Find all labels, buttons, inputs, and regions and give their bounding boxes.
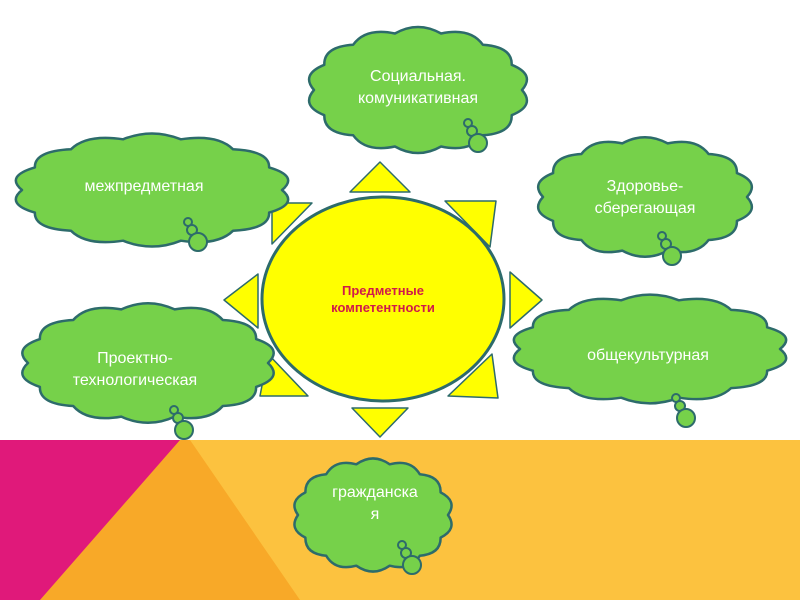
cloud-health: [536, 135, 754, 259]
sun-ray: [223, 273, 259, 329]
cloud-cultural: [512, 293, 788, 405]
cloud-layer: [14, 25, 788, 573]
cloud-shape: [307, 25, 529, 155]
cloud-shape: [14, 132, 290, 248]
thought-bubble-dot: [662, 246, 682, 266]
thought-tail: [397, 540, 422, 575]
cloud-shape: [536, 135, 754, 259]
cloud-social: [307, 25, 529, 155]
sun-body: [260, 195, 506, 403]
sun-rays: [223, 161, 543, 438]
thought-tail: [183, 217, 208, 252]
cloud-project: [21, 301, 275, 425]
cloud-shape: [21, 301, 275, 425]
sun-ray: [351, 407, 409, 438]
band-magenta: [0, 440, 180, 600]
cloud-civic: [293, 457, 453, 573]
thought-tail: [657, 231, 682, 266]
thought-tail: [671, 393, 696, 428]
thought-bubble-dot: [174, 420, 194, 440]
thought-bubble-dot: [188, 232, 208, 252]
thought-bubble-dot: [676, 408, 696, 428]
cloud-interdisciplinary: [14, 132, 290, 248]
sun-ray: [271, 202, 313, 245]
thought-tail: [169, 405, 194, 440]
sun-ray: [447, 353, 499, 399]
sun-ray: [509, 271, 543, 329]
cloud-shape: [293, 457, 453, 573]
cloud-shape: [512, 293, 788, 405]
thought-bubble-dot: [468, 133, 488, 153]
thought-bubble-dot: [402, 555, 422, 575]
sun-ray: [444, 200, 497, 248]
sun-ray: [349, 161, 411, 193]
thought-tail: [463, 118, 488, 153]
thought-tails: [169, 118, 696, 575]
